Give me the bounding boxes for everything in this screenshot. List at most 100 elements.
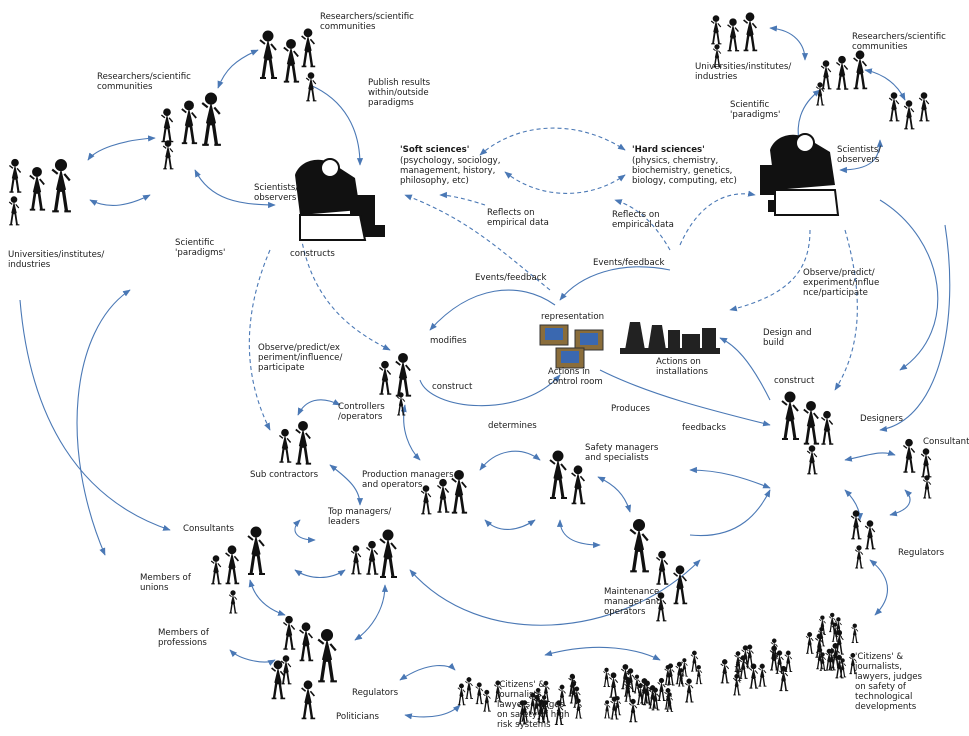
researchers-left-group	[160, 92, 222, 170]
label-soft-sciences-body: (psychology, sociology, management, hist…	[400, 156, 501, 186]
label-safety-managers: Safety managers and specialists	[585, 443, 659, 463]
crowd-person-icon	[757, 663, 767, 687]
label-production-managers: Production managers and operators	[362, 470, 454, 490]
crowd-person-icon	[684, 678, 695, 703]
scientist-microscope-right	[760, 133, 840, 216]
label-constructs: constructs	[290, 249, 335, 259]
label-reflects-left: Reflects on empirical data	[487, 208, 549, 228]
label-maintenance: Maintenance manager and operators	[604, 587, 662, 617]
arrow	[689, 489, 771, 537]
arrow	[76, 289, 131, 556]
label-universities-right: Universities/institutes/ industries	[695, 62, 792, 82]
arrow	[559, 266, 671, 301]
researchers-far-right-group	[888, 92, 930, 130]
arrow	[839, 139, 884, 174]
label-events-feedback-left: Events/feedback	[475, 273, 547, 283]
arrow	[844, 449, 896, 462]
arrow	[248, 579, 286, 616]
arrow	[599, 369, 771, 427]
regulators-right-group	[850, 510, 876, 569]
label-hard-sciences-body: (physics, chemistry, biochemistry, genet…	[632, 156, 737, 186]
label-events-feedback-right: Events/feedback	[593, 258, 665, 268]
arrow	[217, 49, 259, 89]
soft-sciences-title-text: 'Soft sciences'	[400, 145, 470, 155]
control-room-computers	[539, 324, 604, 369]
label-modifies: modifies	[430, 336, 467, 346]
label-top-managers: Top managers/ leaders	[328, 507, 392, 527]
label-scientists-right: Scientists/ observers	[837, 145, 882, 165]
label-researchers-top-center: Researchers/scientific communities	[320, 12, 414, 32]
crowd-person-icon	[818, 615, 827, 636]
label-researchers-right: Researchers/scientific communities	[852, 32, 946, 52]
label-consultants-right: Consultants	[923, 437, 969, 447]
designers-group	[780, 390, 834, 475]
arrow	[329, 464, 364, 506]
arrow	[556, 519, 601, 549]
arrow	[834, 229, 858, 391]
arrow	[409, 559, 701, 626]
label-produces: Produces	[611, 404, 651, 414]
arrow	[844, 489, 864, 521]
label-citizens-bottom: 'Citizens' & journalists, lawyers, judge…	[497, 680, 570, 730]
arrow	[479, 450, 541, 471]
crowd-person-icon	[608, 672, 619, 699]
crowd-person-icon	[656, 677, 667, 702]
crowd-person-icon	[805, 631, 815, 655]
unions-professions-group	[280, 615, 338, 720]
label-regulators-right: Regulators	[898, 548, 945, 558]
label-design-build: Design and build	[763, 328, 812, 348]
label-soft-sciences-title: 'Soft sciences'	[400, 145, 469, 155]
researchers-right-group	[815, 50, 868, 106]
universities-right-group	[710, 12, 758, 68]
label-construct-right: construct	[774, 376, 815, 386]
consultants-right-group	[902, 438, 932, 499]
arrow	[679, 190, 756, 246]
scientist-microscope-left	[295, 158, 385, 241]
arrow	[689, 466, 771, 489]
label-actions-installations: Actions on installations	[656, 357, 708, 377]
crowd-person-icon	[603, 700, 611, 719]
label-universities-left: Universities/institutes/ industries	[8, 250, 105, 270]
label-politicians: Politicians	[336, 712, 379, 722]
label-representation: representation	[541, 312, 605, 322]
label-citizens-right: 'Citizens' & journalists, lawyers, judge…	[855, 652, 923, 712]
label-scientists-left: Scientists/ observers	[254, 183, 299, 203]
arrow	[864, 68, 906, 101]
arrow	[484, 519, 536, 530]
arrow	[87, 135, 156, 161]
industrial-installations	[620, 322, 720, 354]
arrow	[194, 169, 276, 209]
consultants-left-group	[210, 525, 266, 614]
label-members-unions: Members of unions	[140, 573, 191, 593]
arrow	[292, 519, 316, 544]
crowd-person-icon	[748, 663, 759, 689]
label-sub-contractors: Sub contractors	[250, 470, 319, 480]
label-observe-right: Observe/predict/ experiment/influe nce/p…	[803, 268, 880, 298]
label-reflects-right: Reflects on empirical data	[612, 210, 674, 230]
arrow	[229, 649, 276, 666]
arrow	[248, 249, 271, 431]
arrow	[544, 646, 661, 661]
label-feedbacks: feedbacks	[682, 423, 726, 433]
crowd-person-icon	[628, 698, 638, 723]
arrow	[429, 289, 556, 331]
label-members-professions: Members of professions	[158, 628, 209, 648]
label-actions-control-room: Actions in control room	[548, 367, 603, 387]
arrow	[769, 25, 809, 61]
arrow	[614, 199, 671, 251]
arrow	[479, 127, 626, 156]
arrow	[299, 229, 391, 351]
arrow	[89, 194, 151, 206]
arrow	[597, 476, 631, 513]
label-scientific-paradigms-left: Scientific 'paradigms'	[175, 238, 226, 258]
crowd-person-icon	[850, 623, 859, 644]
arrow	[404, 704, 461, 720]
crowd-person-icon	[482, 689, 492, 712]
label-observe-left: Observe/predict/ex periment/influence/ p…	[258, 343, 343, 373]
arrow	[889, 489, 913, 517]
label-controllers: Controllers /operators	[338, 402, 385, 422]
arrow	[19, 299, 171, 531]
crowd-person-icon	[602, 667, 611, 688]
